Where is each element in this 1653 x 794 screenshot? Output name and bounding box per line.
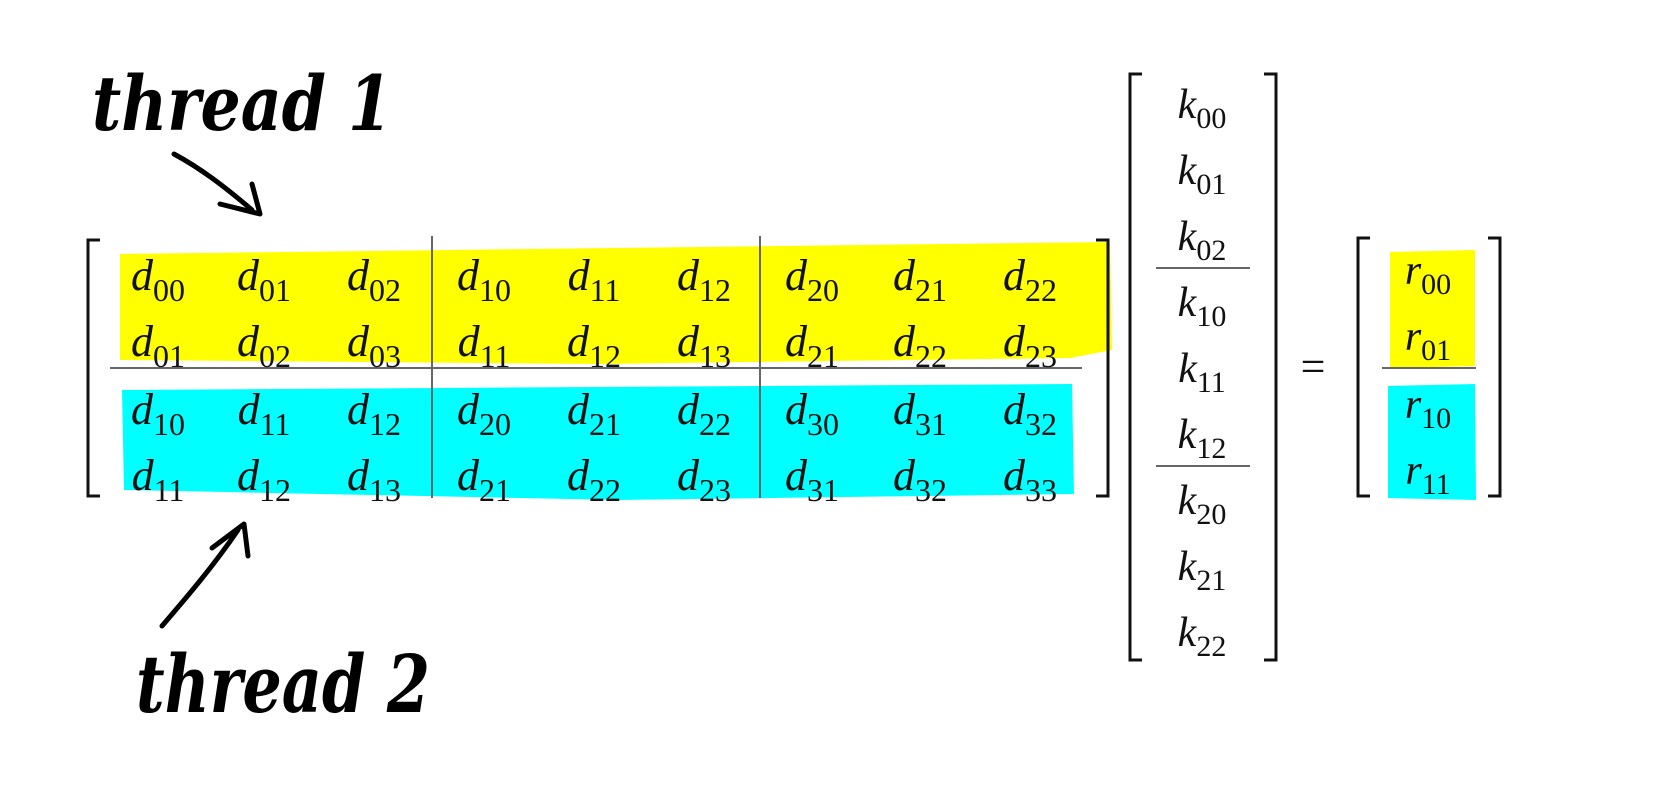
result-entry-1: r01 (1405, 314, 1451, 367)
thread2-arrow-head (209, 521, 251, 559)
kernel-entry-4: k11 (1178, 346, 1226, 399)
kernel-bracket-close (1264, 72, 1278, 662)
data-matrix: d00 d01 d02 d10 d11 d12 d20 d21 d22 d01 d02 d03 d11 d… (86, 236, 1110, 508)
kernel-entry-0: k00 (1178, 82, 1227, 135)
data-cell-r2-c3: d20 (457, 385, 511, 442)
thread2-annotation: thread 2 (136, 521, 430, 731)
data-cell-r0-c1: d01 (237, 251, 291, 308)
data-cell-r0-c6: d20 (785, 251, 839, 308)
data-cell-r3-c6: d31 (785, 451, 839, 508)
kernel-bracket-open (1128, 72, 1142, 662)
kernel-entry-6: k20 (1178, 478, 1227, 531)
thread1-label: thread 1 (92, 59, 392, 148)
kernel-entry-7: k21 (1178, 544, 1227, 597)
result-bracket-open (1356, 236, 1370, 498)
data-cell-r2-c4: d21 (567, 385, 621, 442)
thread2-arrow (159, 527, 241, 629)
kernel-vector: k00 k01 k02 k10 k11 k12 k20 k21 k22 (1128, 72, 1278, 663)
kernel-entries: k00 k01 k02 k10 k11 k12 k20 k21 k22 (1178, 82, 1227, 663)
data-cells: d00 d01 d02 d10 d11 d12 d20 d21 d22 d01 d02 d03 d11 d… (131, 251, 1057, 508)
thread1-annotation: thread 1 (92, 59, 392, 217)
data-cell-r2-c5: d22 (677, 385, 731, 442)
data-cell-r1-c3: d11 (458, 317, 511, 374)
result-entry-3: r11 (1405, 448, 1450, 501)
data-cell-r3-c8: d33 (1003, 451, 1057, 508)
data-cell-r2-c2: d12 (347, 385, 401, 442)
data-cell-r0-c7: d21 (893, 251, 947, 308)
data-cell-r3-c1: d12 (237, 451, 291, 508)
thread1-highlight-band (120, 242, 1112, 364)
equals-sign: = (1301, 342, 1326, 391)
data-cell-r0-c2: d02 (347, 251, 401, 308)
result-entries: r00 r01 r10 r11 (1405, 248, 1451, 501)
result-vector: r00 r01 r10 r11 (1356, 236, 1502, 501)
data-cell-r3-c5: d23 (677, 451, 731, 508)
data-cell-r2-c1: d11 (238, 385, 291, 442)
left-bracket-open (86, 238, 100, 498)
thread-highlights (120, 242, 1476, 500)
data-cell-r3-c2: d13 (347, 451, 401, 508)
data-cell-r2-c7: d31 (893, 385, 947, 442)
data-cell-r0-c0: d00 (131, 251, 185, 308)
data-cell-r0-c4: d11 (568, 251, 621, 308)
data-cell-r1-c8: d23 (1003, 317, 1057, 374)
data-cell-r3-c4: d22 (567, 451, 621, 508)
data-cell-r3-c3: d21 (457, 451, 511, 508)
data-cell-r1-c0: d01 (131, 317, 185, 374)
kernel-entry-1: k01 (1178, 148, 1227, 201)
left-bracket-close (1096, 238, 1110, 498)
result-entry-2: r10 (1405, 382, 1451, 435)
thread2-label: thread 2 (136, 637, 430, 731)
data-cell-r2-c0: d10 (131, 385, 185, 442)
result-entry-0: r00 (1405, 248, 1451, 301)
kernel-entry-8: k22 (1178, 610, 1227, 663)
data-cell-r2-c8: d32 (1003, 385, 1057, 442)
data-cell-r1-c1: d02 (237, 317, 291, 374)
result-thread2-highlight (1388, 384, 1476, 500)
data-cell-r0-c8: d22 (1003, 251, 1057, 308)
result-bracket-close (1488, 236, 1502, 498)
data-cell-r2-c6: d30 (785, 385, 839, 442)
thread1-arrow-head (217, 181, 263, 217)
data-cell-r1-c7: d22 (893, 317, 947, 374)
data-cell-r0-c5: d12 (677, 251, 731, 308)
result-thread1-highlight (1390, 250, 1475, 368)
data-cell-r1-c6: d21 (785, 317, 839, 374)
thread2-highlight-band (122, 384, 1074, 500)
kernel-entry-2: k02 (1178, 214, 1227, 267)
data-cell-r1-c5: d13 (677, 317, 731, 374)
data-cell-r3-c0: d11 (132, 451, 185, 508)
data-cell-r0-c3: d10 (457, 251, 511, 308)
data-cell-r1-c2: d03 (347, 317, 401, 374)
data-cell-r1-c4: d12 (567, 317, 621, 374)
kernel-entry-3: k10 (1178, 280, 1227, 333)
kernel-entry-5: k12 (1178, 412, 1227, 465)
thread1-arrow (171, 151, 255, 213)
data-cell-r3-c7: d32 (893, 451, 947, 508)
